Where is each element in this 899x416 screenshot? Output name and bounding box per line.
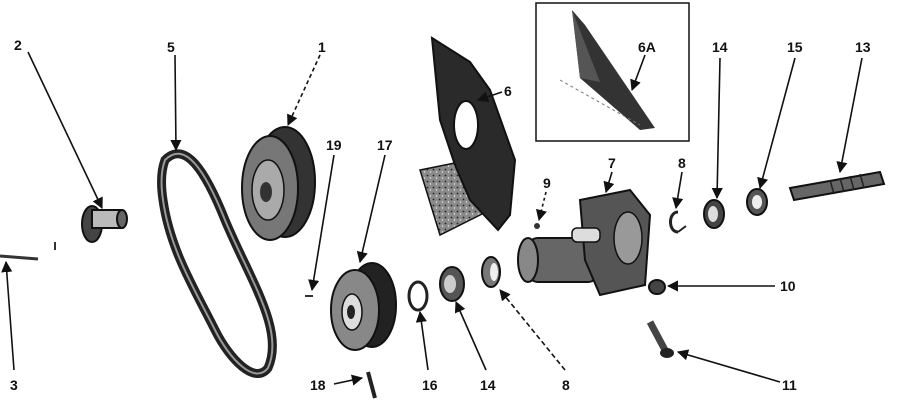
callout-6a: 6A	[638, 39, 656, 55]
plug-part-10	[648, 279, 666, 295]
callout-15: 15	[787, 39, 803, 55]
leader-3	[1, 260, 15, 371]
leader-7	[603, 171, 615, 194]
bearing-part-14-upper	[703, 199, 725, 229]
pin-part-3	[0, 242, 56, 261]
callout-2: 2	[14, 37, 22, 53]
mounting-plate-part-6	[419, 36, 517, 237]
housing-part-7	[517, 188, 652, 297]
leader-6	[476, 91, 503, 103]
callout-13: 13	[855, 39, 871, 55]
leader-17	[356, 154, 386, 264]
callout-16: 16	[422, 377, 438, 393]
leader-15	[757, 57, 796, 190]
callout-7: 7	[608, 155, 616, 171]
callout-14-upper: 14	[712, 39, 728, 55]
callout-5: 5	[167, 39, 175, 55]
callout-6: 6	[504, 83, 512, 99]
bearing-cup-part-8-lower	[481, 256, 501, 288]
leader-14-upper	[711, 57, 723, 200]
callout-19: 19	[326, 137, 342, 153]
shaft-part-13	[788, 170, 886, 202]
hub-part-2	[81, 205, 128, 243]
callout-18: 18	[310, 377, 326, 393]
callout-10: 10	[780, 278, 796, 294]
callout-17: 17	[377, 137, 393, 153]
leader-6a	[630, 54, 646, 92]
leader-2	[27, 51, 103, 210]
leader-lines	[1, 51, 863, 386]
callout-labels: 2 5 1 6 6A 14 15 13 19 17 7 8 9 10 3 18 …	[10, 37, 871, 393]
callout-9: 9	[543, 175, 551, 191]
pulley-part-1	[241, 126, 316, 241]
bolt-part-18	[366, 371, 377, 399]
leader-8-upper	[672, 171, 684, 210]
callout-8-lower: 8	[562, 377, 570, 393]
callout-3: 3	[10, 377, 18, 393]
leader-16	[415, 310, 429, 371]
leader-14-lower	[454, 300, 487, 371]
inset-detail-6a	[535, 2, 690, 142]
idler-pulley-part-17	[330, 262, 397, 351]
bolt-part-11	[646, 320, 674, 358]
leader-5	[170, 54, 182, 152]
leader-9	[536, 191, 547, 222]
callout-11: 11	[782, 377, 797, 393]
seal-part-15	[746, 188, 768, 216]
leader-13	[836, 57, 863, 174]
spacer-part-8-upper	[669, 210, 687, 234]
bearing-part-14-lower	[439, 266, 465, 302]
callout-1: 1	[318, 39, 326, 55]
callout-14-lower: 14	[480, 377, 496, 393]
leader-8-lower	[499, 289, 566, 371]
ball-part-9	[534, 223, 540, 229]
leader-1	[287, 54, 321, 127]
snap-ring-part-16	[407, 280, 429, 312]
leader-18	[333, 374, 364, 386]
leader-19	[308, 154, 335, 292]
leader-11	[676, 349, 781, 383]
callout-8-upper: 8	[678, 155, 686, 171]
v-belt-part-5	[157, 149, 277, 378]
